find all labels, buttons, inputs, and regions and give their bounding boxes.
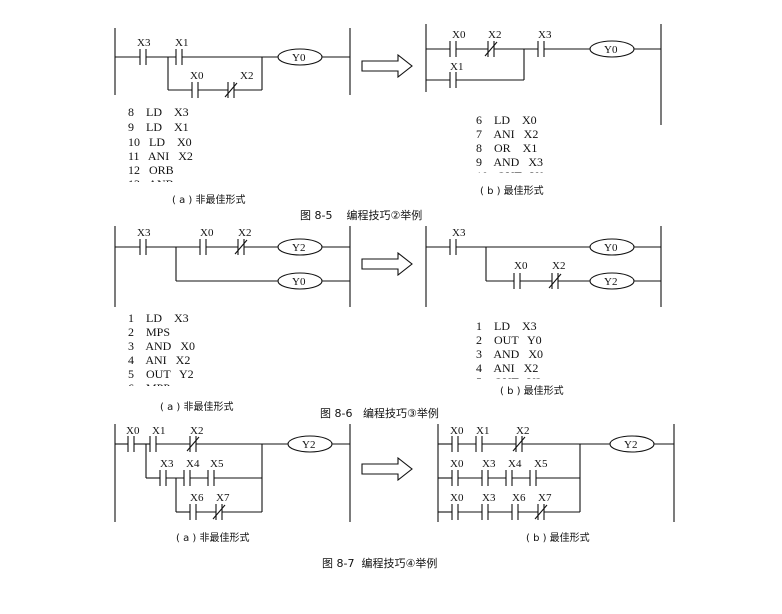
contact-label: X4	[508, 458, 522, 470]
contact-label: X1	[175, 37, 188, 49]
code-line: 8 OR X1	[476, 141, 537, 155]
code-line: 3 AND X0	[476, 347, 543, 361]
figure-title: 图 8-5 编程技巧②举例	[300, 208, 422, 222]
contact-label: X0	[200, 227, 214, 239]
contact-label: X3	[160, 458, 174, 470]
contact-label: X5	[210, 458, 224, 470]
contact-label: X1	[152, 425, 165, 437]
arrow-icon	[361, 251, 413, 277]
coil-label: Y0	[292, 52, 306, 64]
fig87-right-diagram: X0 X1 X2 X0 X3 X4 X5 X0 X3 X6 X7 Y2	[437, 424, 675, 522]
figure-title: 图 8-6 编程技巧③举例	[320, 406, 439, 420]
figure-title: 图 8-7 编程技巧④举例	[322, 556, 437, 570]
code-line: 5 OUT Y2	[128, 367, 194, 381]
contact-label: X0	[514, 260, 528, 272]
code-line: 8 LD X3	[128, 105, 189, 119]
caption: ( b ) 最佳形式	[500, 384, 564, 397]
contact-label: X2	[488, 29, 501, 41]
contact-label: X5	[534, 458, 548, 470]
contact-label: X7	[216, 492, 230, 504]
contact-label: X1	[450, 61, 463, 73]
contact-label: X0	[126, 425, 140, 437]
code-line: 6 LD X0	[476, 113, 537, 127]
caption: ( b ) 最佳形式	[526, 531, 590, 544]
fig85-left-code: 8 LD X3 9 LD X1 10 LD X0 11 ANI X2 12 OR…	[120, 105, 230, 192]
caption: ( b ) 最佳形式	[480, 184, 544, 197]
coil-label: Y0	[604, 44, 618, 56]
contact-label: X0	[450, 458, 464, 470]
code-line: 1 LD X3	[128, 311, 189, 325]
contact-label: X2	[516, 425, 529, 437]
coil-label: Y0	[604, 242, 618, 254]
code-line: 2 MPS	[128, 325, 170, 339]
contact-label: X7	[538, 492, 552, 504]
fig85-left-diagram: X3 X1 X0 X2 Y0	[114, 28, 351, 98]
caption: ( a ) 非最佳形式	[160, 400, 233, 413]
code-line: 4 ANI X2	[128, 353, 190, 367]
coil-label: Y0	[292, 276, 306, 288]
coil-label: Y2	[302, 439, 315, 451]
code-line: 9 LD X1	[128, 120, 189, 134]
fig85-right-code: 6 LD X0 7 ANI X2 8 OR X1 9 AND X3 10 OUT…	[470, 113, 580, 183]
contact-label: X3	[452, 227, 466, 239]
code-line: 11 ANI X2	[128, 149, 193, 163]
coil-label: Y2	[624, 439, 637, 451]
contact-label: X4	[186, 458, 200, 470]
contact-label: X1	[476, 425, 489, 437]
fig86-left-diagram: X3 X0 X2 Y2 Y0	[114, 226, 351, 307]
coil-label: Y2	[292, 242, 305, 254]
code-line: 4 ANI X2	[476, 361, 538, 375]
contact-label: X3	[482, 458, 496, 470]
contact-label: X2	[552, 260, 565, 272]
contact-label: X0	[450, 425, 464, 437]
caption: ( a ) 非最佳形式	[176, 531, 249, 544]
code-line: 12 ORB	[128, 163, 174, 177]
fig86-right-diagram: X3 X0 X2 Y0 Y2	[425, 226, 662, 307]
contact-label: X2	[240, 70, 253, 82]
code-line: 7 ANI X2	[476, 127, 538, 141]
contact-label: X3	[137, 227, 151, 239]
contact-label: X6	[512, 492, 526, 504]
caption: ( a ) 非最佳形式	[172, 193, 245, 206]
code-line: 9 AND X3	[476, 155, 543, 169]
fig85-right-diagram: X0 X2 X3 X1 Y0	[425, 24, 662, 125]
contact-label: X2	[238, 227, 251, 239]
coil-label: Y2	[604, 276, 617, 288]
code-line: 3 AND X0	[128, 339, 195, 353]
code-line: 1 LD X3	[476, 319, 537, 333]
contact-label: X6	[190, 492, 204, 504]
code-line: 2 OUT Y0	[476, 333, 542, 347]
contact-label: X0	[190, 70, 204, 82]
contact-label: X3	[538, 29, 552, 41]
contact-label: X0	[450, 492, 464, 504]
arrow-icon	[361, 456, 413, 482]
fig87-left-diagram: X0 X1 X2 X3 X4 X5 X6 X7 Y2	[114, 424, 351, 522]
contact-label: X3	[482, 492, 496, 504]
fig86-left-code: 1 LD X3 2 MPS 3 AND X0 4 ANI X2 5 OUT Y2…	[120, 311, 230, 396]
contact-label: X0	[452, 29, 466, 41]
contact-label: X2	[190, 425, 203, 437]
fig86-right-code: 1 LD X3 2 OUT Y0 3 AND X0 4 ANI X2 5 OUT…	[470, 319, 580, 389]
arrow-icon	[361, 53, 413, 79]
contact-label: X3	[137, 37, 151, 49]
code-line: 10 LD X0	[128, 135, 192, 149]
